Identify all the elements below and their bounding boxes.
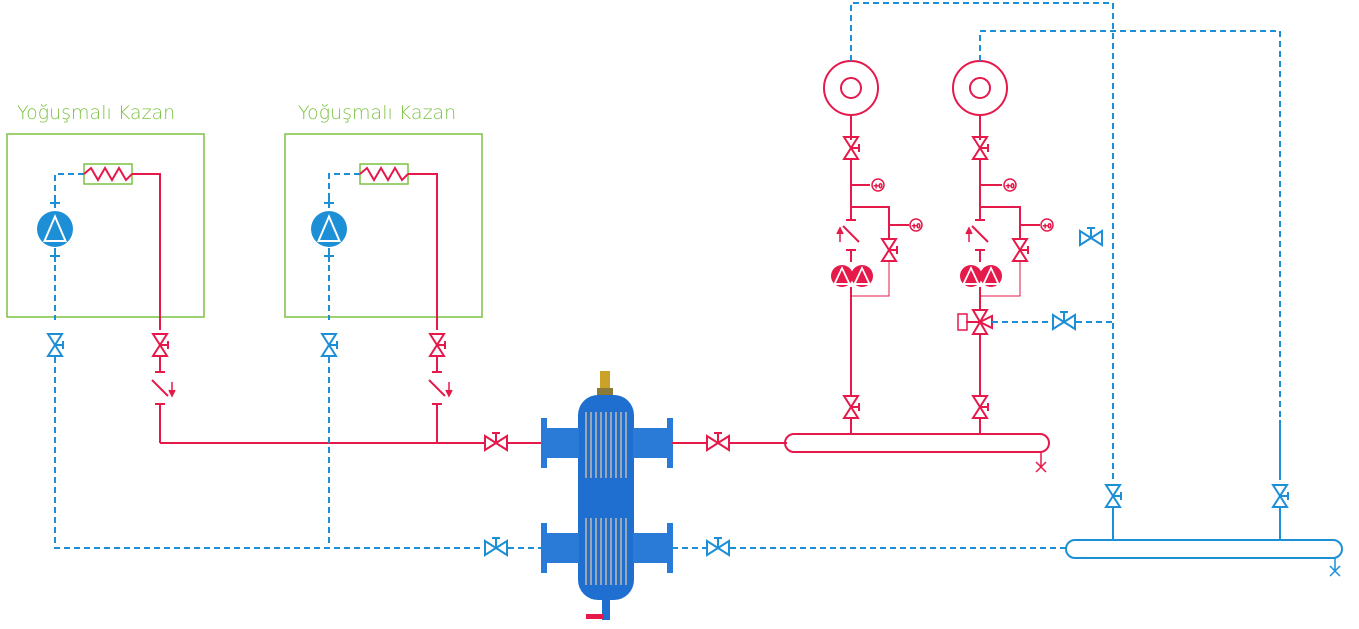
twin-pump-icon — [960, 265, 1002, 287]
boiler-1 — [6, 133, 205, 330]
gate-valve-icon — [843, 395, 860, 419]
check-valve-icon — [151, 357, 176, 443]
heat-exchanger-icon — [83, 163, 133, 185]
collector-icon — [1065, 539, 1343, 577]
thermometer-icon — [1040, 218, 1054, 232]
three-way-valve-icon — [957, 309, 993, 335]
gate-valve-icon — [1105, 484, 1122, 508]
boiler-frame — [284, 133, 483, 318]
boiler-label-text: Yoğuşmalı Kazan — [17, 102, 176, 124]
gate-valve-icon — [1012, 238, 1029, 262]
twin-pump-icon — [831, 265, 873, 287]
fan-coil-1 — [823, 60, 923, 434]
gate-valve-icon — [972, 395, 989, 419]
hydraulic-separator-icon — [541, 371, 673, 620]
boiler-1-label: Yoğuşmalı Kazan — [17, 102, 175, 124]
gate-valve-icon — [706, 537, 730, 556]
gate-valve-icon — [843, 136, 860, 160]
fan-coil-icon — [952, 60, 1008, 116]
check-valve-icon — [428, 357, 453, 443]
gate-valve-icon — [47, 333, 64, 357]
gate-valve-icon — [152, 333, 169, 357]
gate-valve-icon — [881, 238, 898, 262]
gate-valve-icon — [1052, 311, 1076, 330]
fan-coil-icon — [823, 60, 879, 116]
thermometer-icon — [871, 178, 885, 192]
gate-valve-icon — [972, 136, 989, 160]
gate-valve-icon — [321, 333, 338, 357]
fan-coil-2 — [952, 60, 1054, 434]
boiler-2 — [284, 133, 483, 330]
gate-valve-icon — [706, 432, 730, 451]
circulation-pump-icon — [37, 196, 73, 262]
gate-valve-icon — [1272, 484, 1289, 508]
circulation-pump-icon — [311, 196, 347, 262]
gate-valve-icon — [429, 333, 446, 357]
heat-exchanger-icon — [359, 163, 409, 185]
boiler-2-label: Yoğuşmalı Kazan — [298, 102, 456, 124]
thermometer-icon — [1003, 178, 1017, 192]
gate-valve-icon — [1079, 227, 1103, 246]
collector-icon — [784, 433, 1050, 473]
boiler-label-text: Yoğuşmalı Kazan — [298, 102, 457, 124]
gate-valve-icon — [484, 432, 508, 451]
gate-valve-icon — [484, 537, 508, 556]
boiler-frame — [6, 133, 205, 318]
thermometer-icon — [909, 218, 923, 232]
